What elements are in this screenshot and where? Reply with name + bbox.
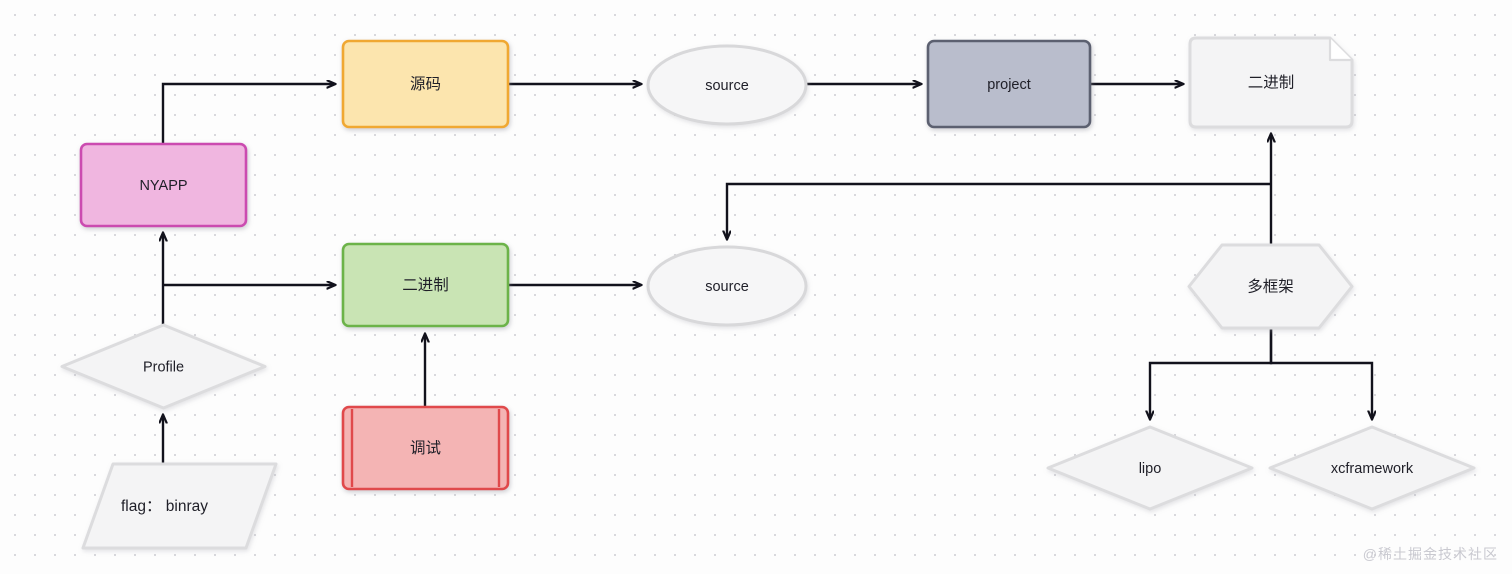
- note-fold-corner: [1328, 38, 1352, 62]
- node-source-top[interactable]: source: [646, 44, 808, 126]
- node-shape-ellipse: [646, 44, 808, 126]
- edge-multiframework-to-xcframework: [1269, 328, 1372, 419]
- node-label-sourcecode: 源码: [410, 75, 441, 93]
- node-multiframework[interactable]: 多框架: [1187, 243, 1354, 330]
- node-shape-subprocess: [341, 405, 510, 491]
- node-shape-note: [1188, 36, 1354, 129]
- node-label-profile: Profile: [143, 359, 184, 375]
- node-shape-rectangle: [926, 39, 1092, 129]
- node-shape-diamond: [60, 323, 267, 410]
- node-label-lipo: lipo: [1139, 461, 1162, 477]
- edges-layer: [163, 84, 1372, 464]
- edge-path: [1150, 328, 1273, 419]
- node-label-binary-green: 二进制: [402, 276, 449, 294]
- node-shape-parallelogram: [81, 462, 278, 550]
- node-label-debug: 调试: [410, 439, 441, 457]
- node-nyapp[interactable]: NYAPP: [79, 142, 248, 228]
- node-label-multiframework: 多框架: [1247, 278, 1294, 296]
- node-shape-rectangle: [79, 142, 248, 228]
- node-xcframework[interactable]: xcframework: [1268, 425, 1476, 511]
- watermark-label: @稀土掘金技术社区: [1362, 546, 1498, 562]
- node-label-source-mid: source: [705, 279, 749, 295]
- node-project[interactable]: project: [926, 39, 1092, 129]
- node-label-source-top: source: [705, 78, 749, 94]
- node-source-mid[interactable]: source: [646, 245, 808, 327]
- node-label-binary-note: 二进制: [1248, 74, 1295, 92]
- node-shape-hexagon: [1187, 243, 1354, 330]
- node-debug[interactable]: 调试: [341, 405, 510, 491]
- node-profile[interactable]: Profile: [60, 323, 267, 410]
- node-label-nyapp: NYAPP: [139, 178, 187, 194]
- edge-multiframework-to-lipo: [1150, 328, 1273, 419]
- node-shape-ellipse: [646, 245, 808, 327]
- edge-nyapp-to-sourcecode: [161, 84, 335, 144]
- node-binary-note[interactable]: 二进制: [1188, 36, 1354, 129]
- node-shape-rectangle: [341, 39, 510, 129]
- node-lipo[interactable]: lipo: [1046, 425, 1254, 511]
- node-label-flag: flag： binray: [121, 498, 208, 515]
- node-flag[interactable]: flag： binray: [81, 462, 278, 550]
- edge-path: [161, 84, 335, 144]
- node-shape-rectangle: [341, 242, 510, 328]
- node-binary-green[interactable]: 二进制: [341, 242, 510, 328]
- node-label-project: project: [987, 77, 1031, 93]
- edge-path: [1269, 328, 1372, 419]
- node-label-xcframework: xcframework: [1331, 461, 1414, 477]
- node-shape-diamond: [1046, 425, 1254, 511]
- edge-path: [727, 182, 1271, 239]
- edge-multiframework-to-source-mid: [727, 182, 1271, 239]
- node-sourcecode[interactable]: 源码: [341, 39, 510, 129]
- node-shape-diamond: [1268, 425, 1476, 511]
